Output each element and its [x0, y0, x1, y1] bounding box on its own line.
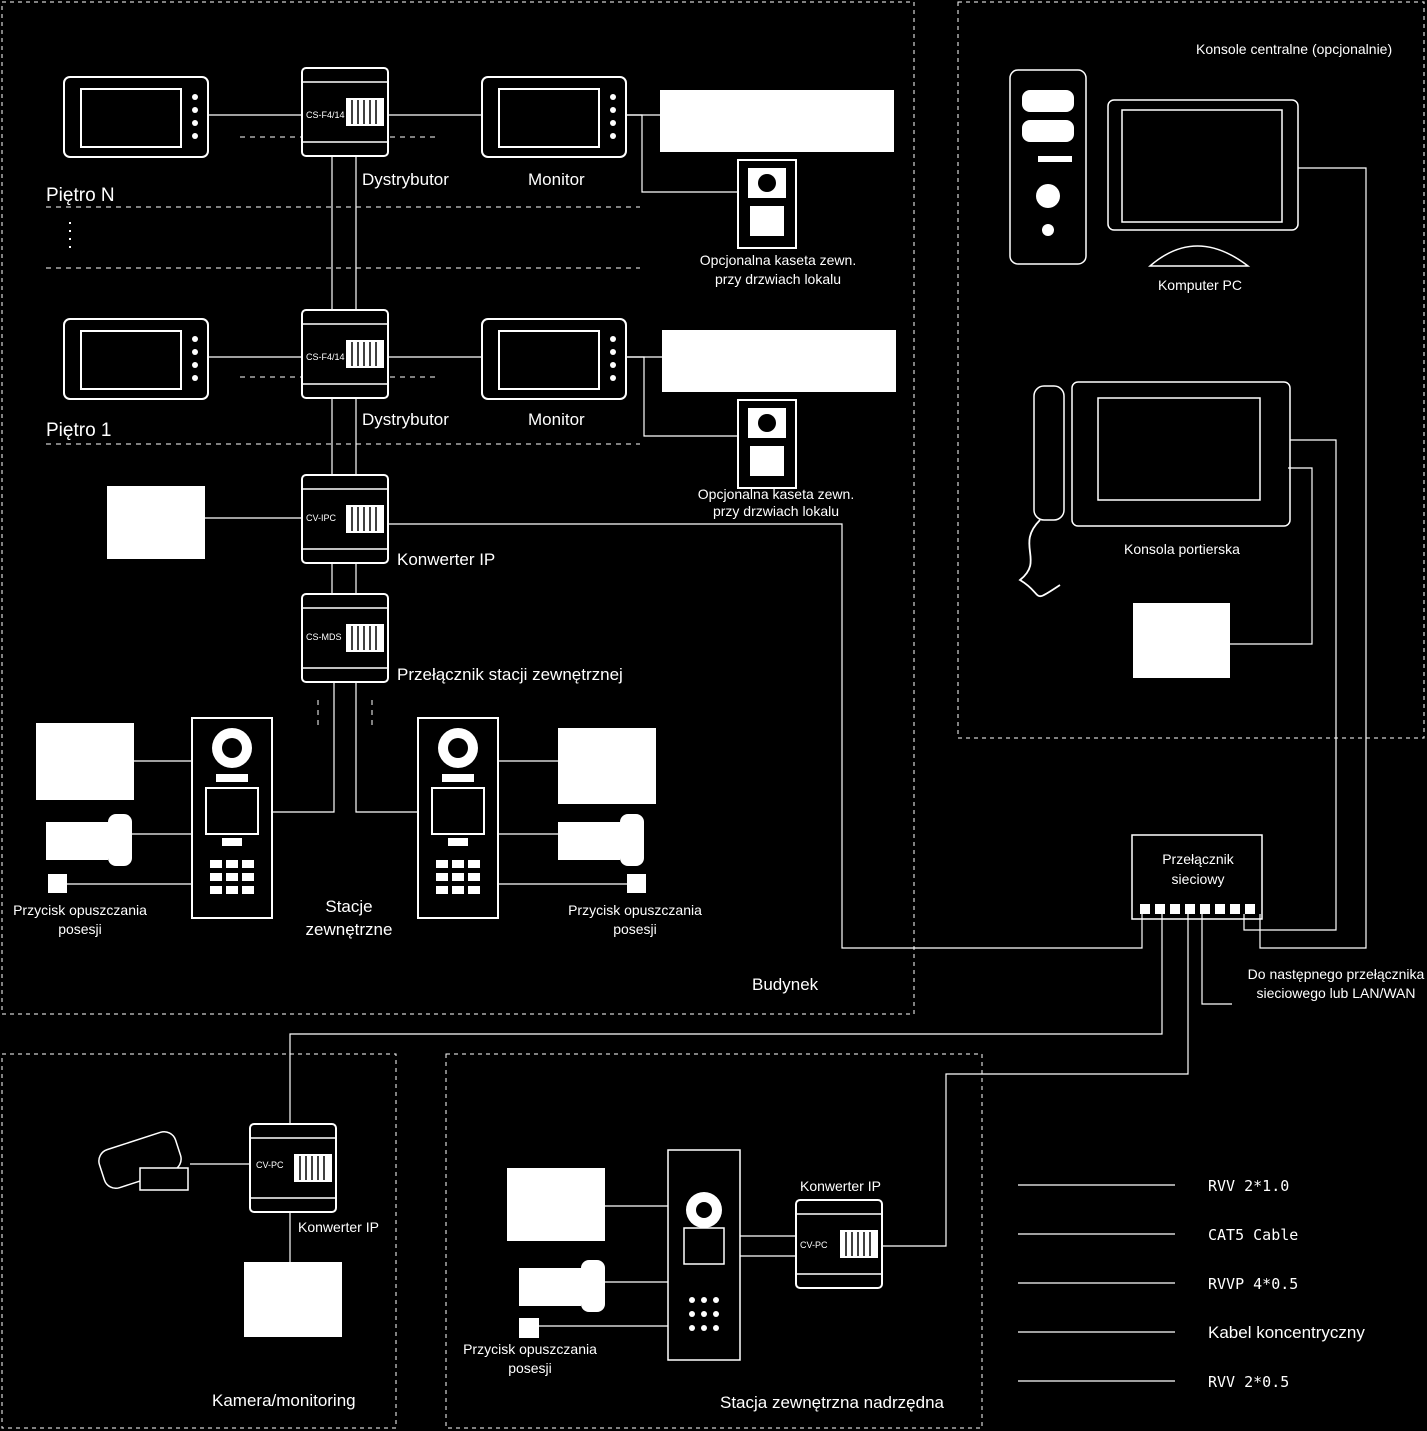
exit-button-master	[519, 1318, 539, 1338]
pc-label: Komputer PC	[1158, 277, 1242, 293]
module-code: CV-PC	[800, 1240, 828, 1250]
exit-button-right	[627, 874, 646, 893]
optional-door-station-1	[737, 399, 797, 489]
ip-converter-label-camera: Konwerter IP	[298, 1219, 379, 1235]
optional-station-label-1-2: przy drzwiach lokalu	[713, 503, 839, 519]
distributor-label-1: Dystrybutor	[362, 410, 449, 429]
outdoor-switch-label: Przełącznik stacji zewnętrznej	[397, 665, 623, 684]
door-panel-speaker	[1042, 224, 1054, 236]
lock-right	[558, 814, 644, 866]
monitor-n-right	[481, 76, 627, 158]
monitor-n-left	[63, 76, 209, 158]
zone-label-camera: Kamera/monitoring	[212, 1391, 356, 1410]
ip-converter-label-master: Konwerter IP	[800, 1178, 881, 1194]
outdoor-stations-label-2: zewnętrzne	[306, 920, 393, 939]
outdoor-station-right	[417, 717, 499, 919]
placeholder-box	[107, 486, 205, 559]
monitor-1-right	[481, 318, 627, 400]
distributor-label-n: Dystrybutor	[362, 170, 449, 189]
placeholder-box	[662, 330, 896, 392]
monitor-label-1: Monitor	[528, 410, 585, 429]
module-code: CS-MDS	[306, 632, 342, 642]
zone-camera	[1, 1053, 397, 1429]
camera-bracket	[139, 1167, 189, 1191]
floor-n-label: Piętro N	[46, 185, 115, 206]
coiled-cord	[1018, 519, 1061, 598]
door-panel-slot	[1038, 156, 1072, 162]
exit-button-label-right-1: Przycisk opuszczania	[568, 902, 702, 918]
placeholder-box	[558, 728, 656, 804]
placeholder-box	[1133, 603, 1230, 678]
zone-label-central: Konsole centralne (opcjonalnie)	[1196, 41, 1392, 57]
exit-button-label-left-2: posesji	[58, 921, 102, 937]
door-panel-button	[1022, 90, 1074, 112]
pc-screen	[1121, 109, 1283, 223]
placeholder-box	[244, 1262, 342, 1337]
pc-stand	[1147, 245, 1251, 267]
zone-label-master-station: Stacja zewnętrzna nadrzędna	[720, 1393, 945, 1412]
door-panel-button	[1022, 120, 1074, 142]
next-switch-label-2: sieciowego lub LAN/WAN	[1257, 985, 1416, 1001]
exit-button-label-left-1: Przycisk opuszczania	[13, 902, 147, 918]
zone-master-station	[445, 1053, 983, 1429]
optional-station-label-n-1: Opcjonalna kaseta zewn.	[700, 252, 856, 268]
legend-label: Kabel koncentryczny	[1208, 1323, 1365, 1342]
concierge-label: Konsola portierska	[1124, 541, 1240, 557]
zone-building	[1, 1, 915, 1015]
floor-1-label: Piętro 1	[46, 420, 111, 441]
exit-button-left	[48, 874, 67, 893]
module-code: CV-PC	[256, 1160, 284, 1170]
concierge-screen	[1097, 397, 1261, 501]
exit-button-label-master-2: posesji	[508, 1360, 552, 1376]
zone-label-building: Budynek	[752, 975, 819, 994]
module-code: CS-F4/14	[306, 110, 345, 120]
door-panel	[1009, 69, 1087, 265]
network-switch-label-2: sieciowy	[1172, 871, 1225, 887]
module-code: CS-F4/14	[306, 352, 345, 362]
legend-label: RVVP 4*0.5	[1208, 1275, 1298, 1293]
network-switch	[1131, 834, 1263, 920]
monitor-label-n: Monitor	[528, 170, 585, 189]
concierge-handset	[1033, 385, 1065, 521]
placeholder-box	[660, 90, 894, 152]
wires	[67, 114, 1367, 1327]
monitor-1-left	[63, 318, 209, 400]
legend-label: CAT5 Cable	[1208, 1226, 1298, 1244]
outdoor-station-left	[191, 717, 273, 919]
placeholder-box	[36, 723, 134, 800]
lock-left	[46, 814, 132, 866]
next-switch-label-1: Do następnego przełącznika	[1248, 966, 1425, 982]
network-switch-label-1: Przełącznik	[1162, 851, 1235, 867]
ip-converter-label-building: Konwerter IP	[397, 550, 495, 569]
placeholder-box	[507, 1168, 605, 1241]
legend-label: RVV 2*1.0	[1208, 1177, 1289, 1195]
zone-central	[957, 1, 1425, 739]
optional-station-label-n-2: przy drzwiach lokalu	[715, 271, 841, 287]
module-code: CV-IPC	[306, 513, 337, 523]
optional-station-label-1-1: Opcjonalna kaseta zewn.	[698, 486, 854, 502]
outdoor-stations-label-1: Stacje	[325, 897, 372, 916]
exit-button-label-master-1: Przycisk opuszczania	[463, 1341, 597, 1357]
exit-button-label-right-2: posesji	[613, 921, 657, 937]
door-panel-camera	[1036, 184, 1060, 208]
lock-master	[519, 1260, 605, 1312]
optional-door-station-n	[737, 159, 797, 249]
legend-label: RVV 2*0.5	[1208, 1373, 1289, 1391]
